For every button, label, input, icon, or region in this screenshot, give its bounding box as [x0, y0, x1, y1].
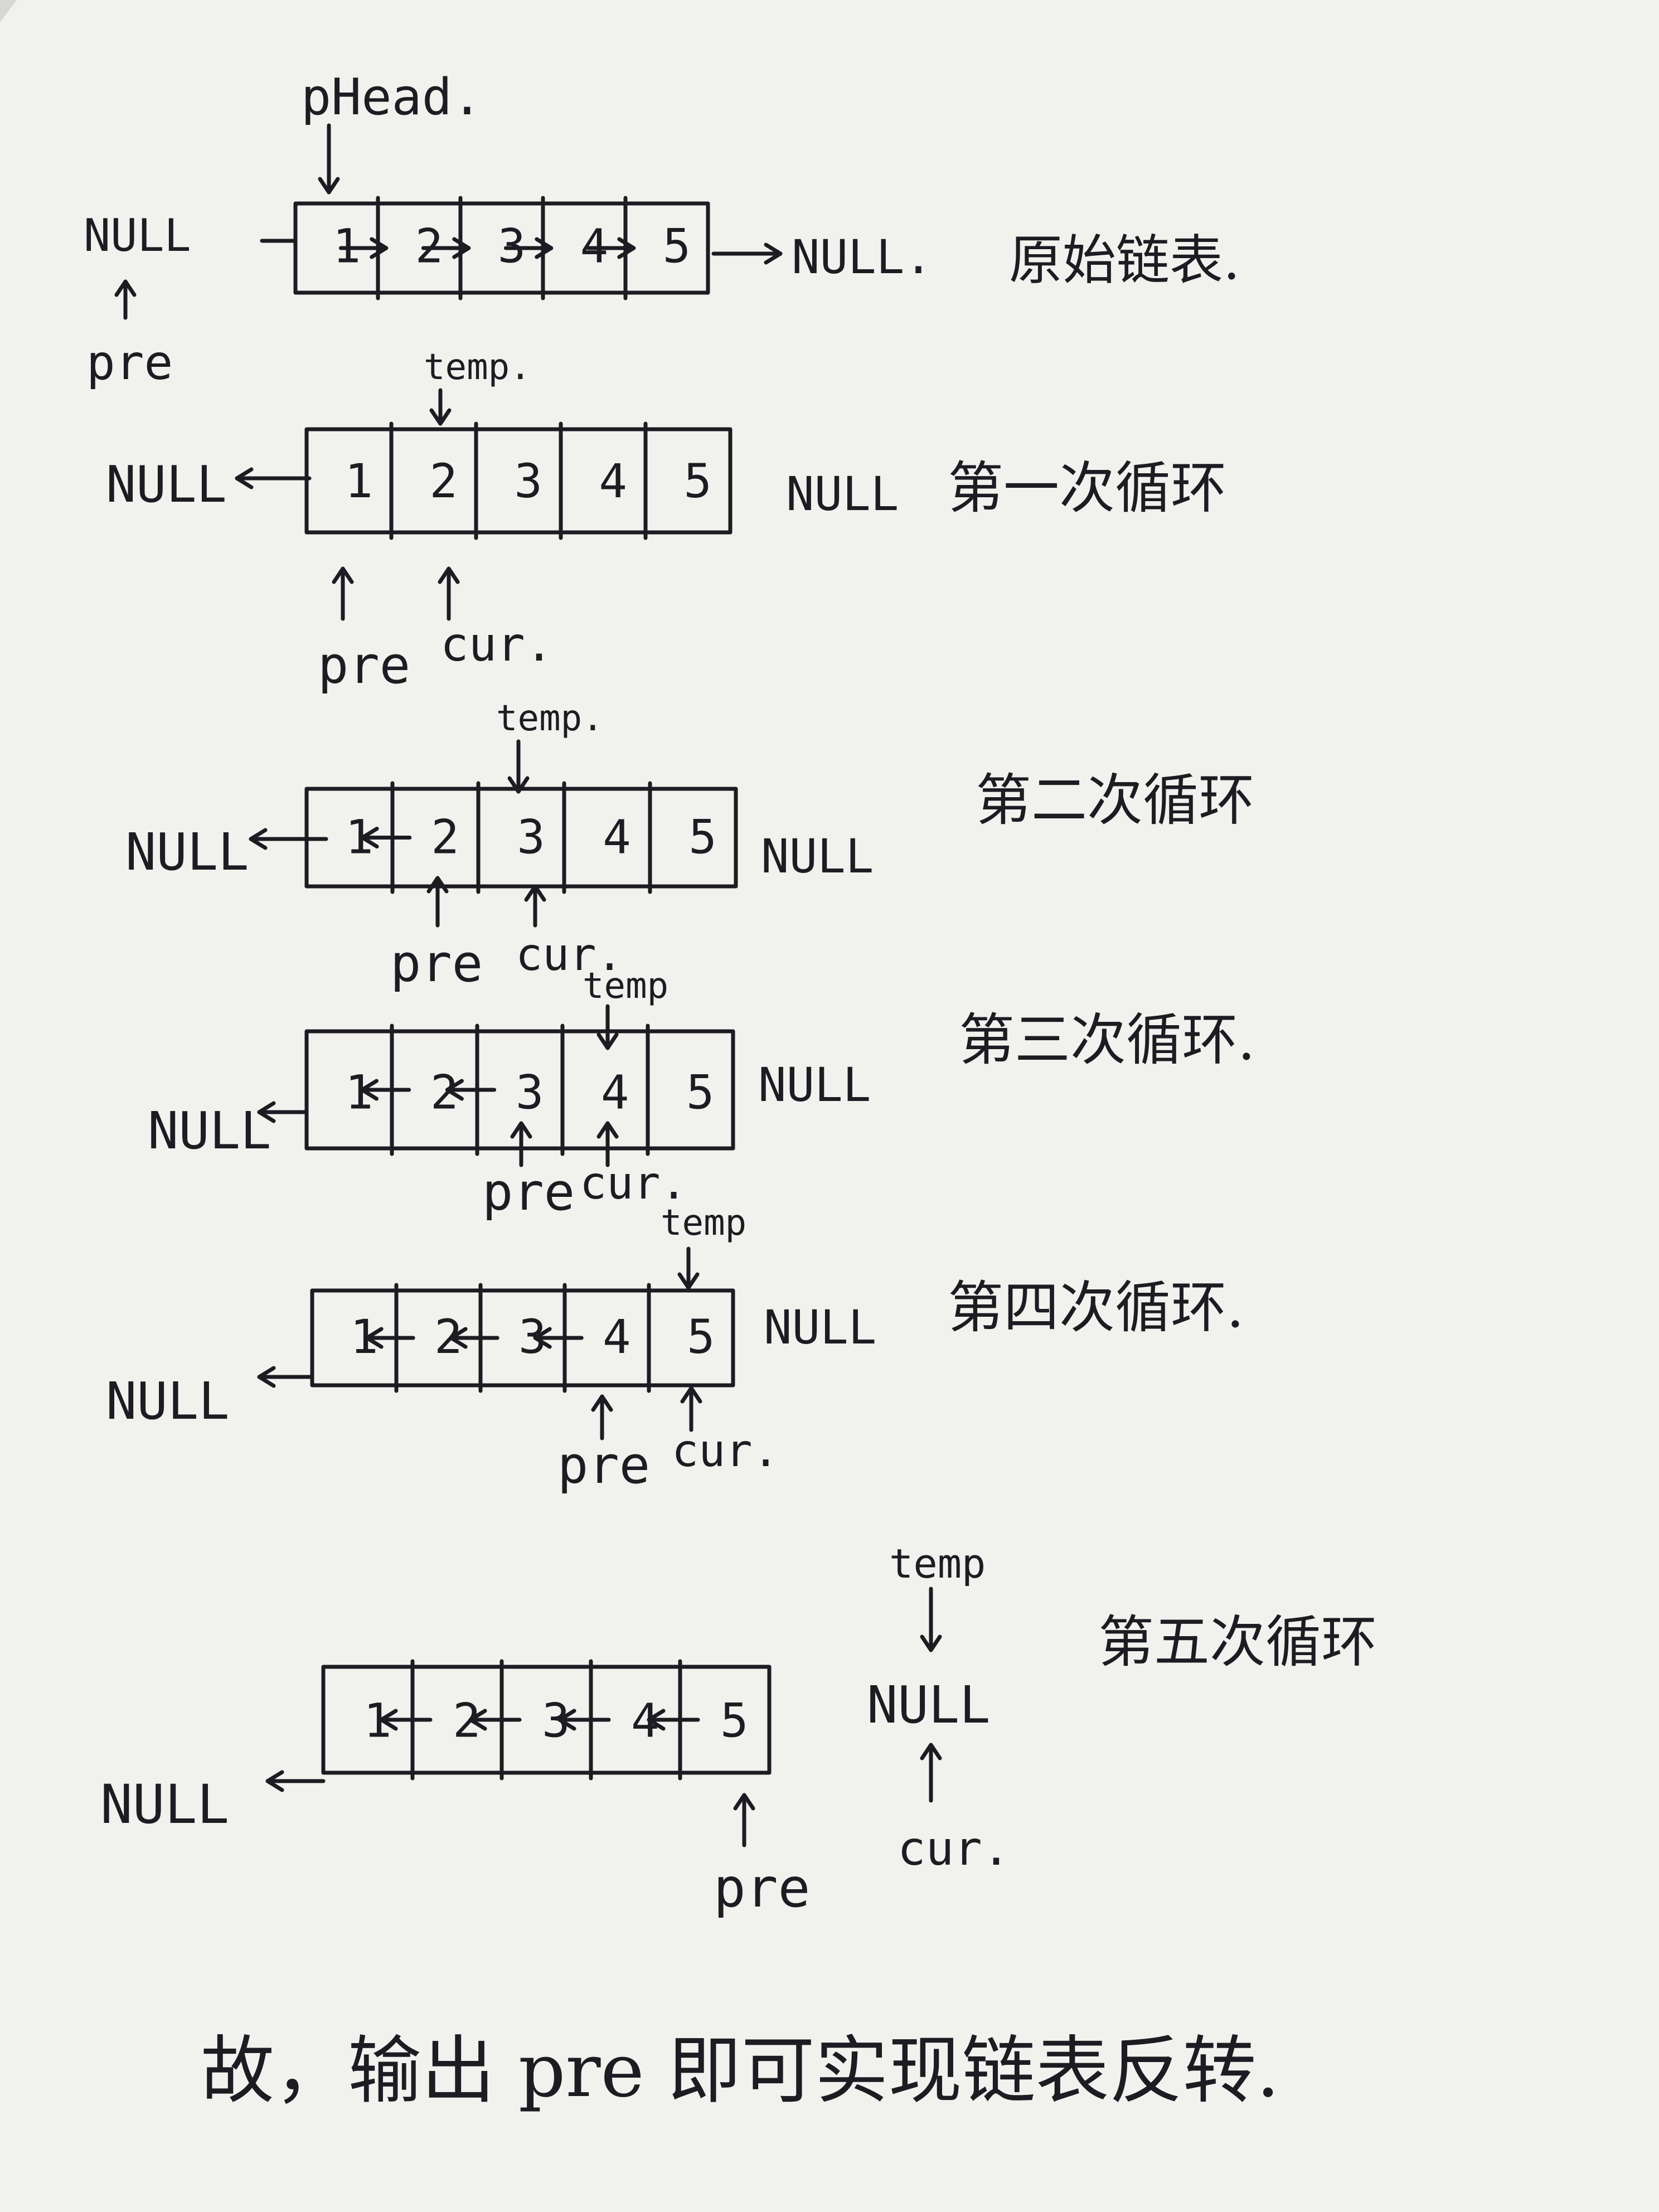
- step2-node-value: 3: [517, 810, 545, 865]
- step2-temp-pointer-head: [507, 776, 530, 794]
- step2-reversed-pointer-head: [360, 827, 379, 848]
- head-label: pHead.: [301, 68, 482, 127]
- step5-cur-label: cur.: [898, 1821, 1010, 1876]
- step1-left-null: NULL: [106, 455, 227, 514]
- head-pointer-head: [318, 177, 340, 195]
- step2-node-value: 5: [688, 810, 717, 865]
- step3-temp-pointer-head: [596, 1032, 619, 1050]
- step1-first-pointer-head: [235, 467, 254, 489]
- step1-node-value: 1: [345, 454, 373, 508]
- step0-left-null: NULL: [84, 210, 191, 261]
- step0-node-value: 5: [663, 219, 691, 274]
- step1-cur-pointer-head: [438, 566, 460, 584]
- step5-cur-pointer-head: [920, 1743, 942, 1760]
- step3-reversed-pointer-head: [445, 1079, 464, 1101]
- step5-temp-label: temp: [889, 1540, 986, 1587]
- step5-reversed-pointer-head: [379, 1709, 398, 1731]
- step1-right-null: NULL: [786, 467, 899, 521]
- step5-reversed-pointer-head: [647, 1709, 666, 1731]
- step4-right-null: NULL: [764, 1300, 876, 1355]
- step4-temp-label: temp: [661, 1202, 746, 1244]
- step3-node-value: 5: [686, 1065, 715, 1120]
- step1-cur-label: cur.: [440, 617, 553, 672]
- step4-reversed-pointer-head: [533, 1327, 552, 1349]
- step1-node-value: 4: [599, 454, 627, 508]
- step3-cur-pointer-head: [596, 1121, 619, 1139]
- step4-pre-label: pre: [557, 1435, 650, 1495]
- step5-reversed-pointer-head: [468, 1709, 487, 1731]
- step5-reversed-pointer-head: [557, 1709, 576, 1731]
- step2-cur-pointer-head: [524, 884, 546, 902]
- step3-first-pointer-head: [257, 1101, 276, 1123]
- step5-temp-pointer-head: [920, 1634, 942, 1652]
- step1-node-value: 2: [429, 454, 458, 508]
- step5-pre-pointer-head: [733, 1793, 755, 1811]
- step4-pre-pointer-head: [591, 1394, 613, 1412]
- conclusion-text: 故，输出 pre 即可实现链表反转.: [201, 2028, 1280, 2114]
- step0-pre-pointer-head: [114, 279, 137, 297]
- step5-pre-label: pre: [714, 1857, 810, 1919]
- step1-pre-label: pre: [318, 636, 410, 695]
- step2-temp-label: temp.: [496, 698, 604, 739]
- step2-caption: 第二次循环: [976, 768, 1254, 833]
- step4-first-pointer-head: [257, 1366, 276, 1388]
- step1-list-box: [304, 427, 733, 535]
- step4-left-null: NULL: [106, 1371, 230, 1431]
- step3-right-null: NULL: [758, 1058, 871, 1112]
- step4-node-value: 4: [603, 1309, 631, 1364]
- step3-pre-label: pre: [482, 1162, 575, 1222]
- step4-caption: 第四次循环.: [948, 1275, 1244, 1340]
- step0-right-null: NULL.: [792, 230, 933, 284]
- step3-node-value: 4: [601, 1065, 629, 1120]
- step4-temp-pointer-head: [677, 1272, 700, 1290]
- step3-caption: 第三次循环.: [959, 1007, 1255, 1073]
- step4-reversed-pointer-head: [449, 1327, 468, 1349]
- step2-left-null: NULL: [125, 822, 249, 882]
- step3-pre-pointer-head: [510, 1121, 532, 1139]
- step2-cur-label: cur.: [516, 929, 623, 981]
- step1-node-value: 5: [683, 454, 712, 508]
- step3-reversed-pointer-head: [360, 1079, 379, 1101]
- step2-first-pointer-head: [249, 828, 268, 850]
- step2-pre-pointer-head: [426, 876, 449, 894]
- step4-reversed-pointer-head: [365, 1327, 384, 1349]
- step1-temp-pointer-head: [429, 408, 452, 426]
- step0-pre-label: pre: [86, 335, 173, 391]
- step5-caption: 第五次循环: [1098, 1609, 1377, 1675]
- step4-cur-label: cur.: [672, 1425, 779, 1477]
- step0-list-box: [293, 201, 710, 295]
- step1-node-value: 3: [514, 454, 542, 508]
- step5-first-pointer-head: [265, 1770, 284, 1792]
- step1-temp-label: temp.: [424, 347, 531, 388]
- step1-caption: 第一次循环: [948, 455, 1226, 521]
- step3-temp-label: temp: [583, 966, 668, 1007]
- step3-node-value: 3: [516, 1065, 544, 1120]
- step4-list-box: [310, 1288, 735, 1388]
- step3-left-null: NULL: [148, 1101, 271, 1161]
- step5-left-null: NULL: [100, 1773, 229, 1836]
- step2-node-value: 2: [431, 810, 459, 865]
- step2-pre-label: pre: [390, 934, 483, 993]
- step0-caption: 原始链表.: [1009, 229, 1240, 292]
- step4-cur-pointer-head: [680, 1386, 702, 1404]
- step4-node-value: 5: [687, 1309, 715, 1364]
- step5-right-null: NULL: [867, 1675, 991, 1735]
- step5-list-box: [321, 1665, 772, 1775]
- step3-cur-label: cur.: [580, 1157, 687, 1209]
- step0-tail-pointer-head: [764, 242, 783, 265]
- step2-right-null: NULL: [761, 829, 874, 884]
- step5-node-value: 5: [720, 1693, 749, 1748]
- step1-pre-pointer-head: [332, 566, 354, 584]
- step2-node-value: 4: [603, 810, 631, 865]
